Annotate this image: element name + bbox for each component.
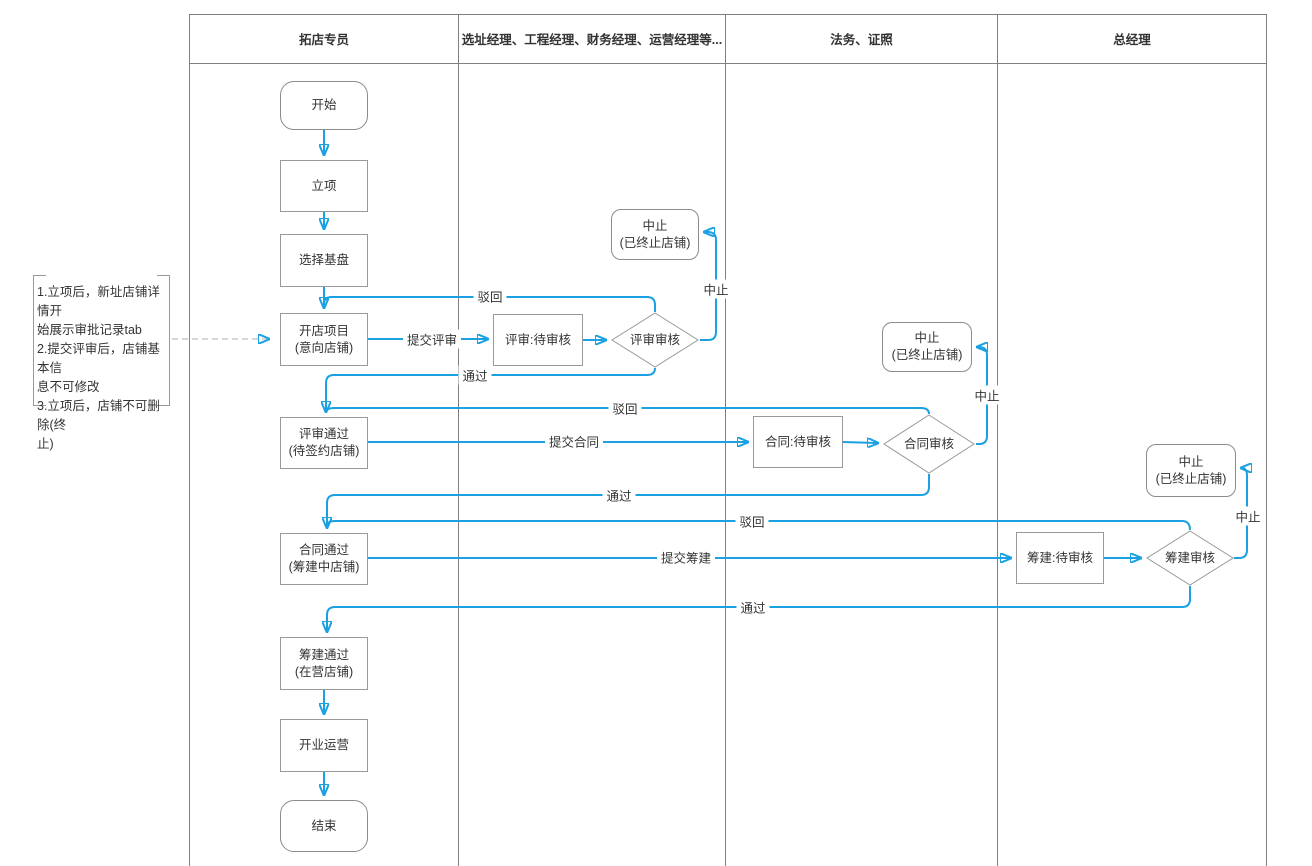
lane-header-managers: 选址经理、工程经理、财务经理、运营经理等... <box>461 33 723 47</box>
edge-label-review-abort: 中止 <box>699 279 733 299</box>
header-bottom-border <box>189 63 1267 64</box>
diamond-shape <box>1146 530 1234 586</box>
table-top-border <box>189 14 1267 15</box>
node-build-abort[interactable]: 中止(已终止店铺) <box>1146 444 1236 497</box>
node-operation[interactable]: 开业运营 <box>280 719 368 772</box>
note-bracket-left <box>33 275 46 406</box>
node-contract-passed[interactable]: 合同通过(筹建中店铺) <box>280 533 368 585</box>
node-review-pending[interactable]: 评审:待审核 <box>493 314 583 366</box>
node-contract-audit[interactable]: 合同审核 <box>883 414 975 474</box>
node-build-audit[interactable]: 筹建审核 <box>1146 530 1234 586</box>
node-contract-abort[interactable]: 中止(已终止店铺) <box>882 322 972 372</box>
node-start[interactable]: 开始 <box>280 81 368 130</box>
edge-label-build-pass: 通过 <box>736 597 770 617</box>
swimlane-divider <box>725 14 726 866</box>
node-project-init[interactable]: 立项 <box>280 160 368 212</box>
node-open-project[interactable]: 开店项目(意向店铺) <box>280 313 368 366</box>
edge-label-submit-build: 提交筹建 <box>656 547 716 567</box>
edge-label-build-reject: 驳回 <box>735 511 769 531</box>
lane-header-general-manager: 总经理 <box>1113 33 1151 47</box>
edge-label-contract-pass: 通过 <box>602 485 636 505</box>
diamond-shape <box>611 312 699 368</box>
edge-label-contract-reject: 驳回 <box>608 398 642 418</box>
edge-label-submit-review: 提交评审 <box>402 329 462 349</box>
lane-header-expansion-specialist: 拓店专员 <box>298 33 349 47</box>
note-bracket-right <box>157 275 170 406</box>
node-end[interactable]: 结束 <box>280 800 368 852</box>
node-review-abort[interactable]: 中止(已终止店铺) <box>611 209 699 260</box>
node-build-pending[interactable]: 筹建:待审核 <box>1016 532 1104 584</box>
swimlane-divider <box>458 14 459 866</box>
lane-header-legal: 法务、证照 <box>830 33 893 47</box>
diamond-shape <box>883 414 975 474</box>
edge-build-abort <box>1234 468 1247 559</box>
node-build-passed[interactable]: 筹建通过(在营店铺) <box>280 637 368 690</box>
edge-review-reject <box>323 296 656 312</box>
edge-review-pass <box>326 367 656 411</box>
annotation-note: 1.立项后，新址店铺详情开 始展示审批记录tab 2.提交评审后，店铺基本信 息… <box>37 285 160 451</box>
node-review-passed[interactable]: 评审通过(待签约店铺) <box>280 417 368 469</box>
node-contract-pending[interactable]: 合同:待审核 <box>753 416 843 468</box>
edge-label-review-pass: 通过 <box>458 365 492 385</box>
edge-label-build-abort: 中止 <box>1231 506 1265 526</box>
swimlane-right-border <box>1266 14 1267 866</box>
swimlane-left-border <box>189 14 190 866</box>
edge-label-submit-contract: 提交合同 <box>544 431 604 451</box>
node-select-base[interactable]: 选择基盘 <box>280 234 368 287</box>
swimlane-divider <box>997 14 998 866</box>
edge-label-contract-abort: 中止 <box>970 385 1004 405</box>
node-review-audit[interactable]: 评审审核 <box>611 312 699 368</box>
edge-label-review-reject: 驳回 <box>473 286 507 306</box>
edge-contractpending-to-audit <box>842 442 877 443</box>
